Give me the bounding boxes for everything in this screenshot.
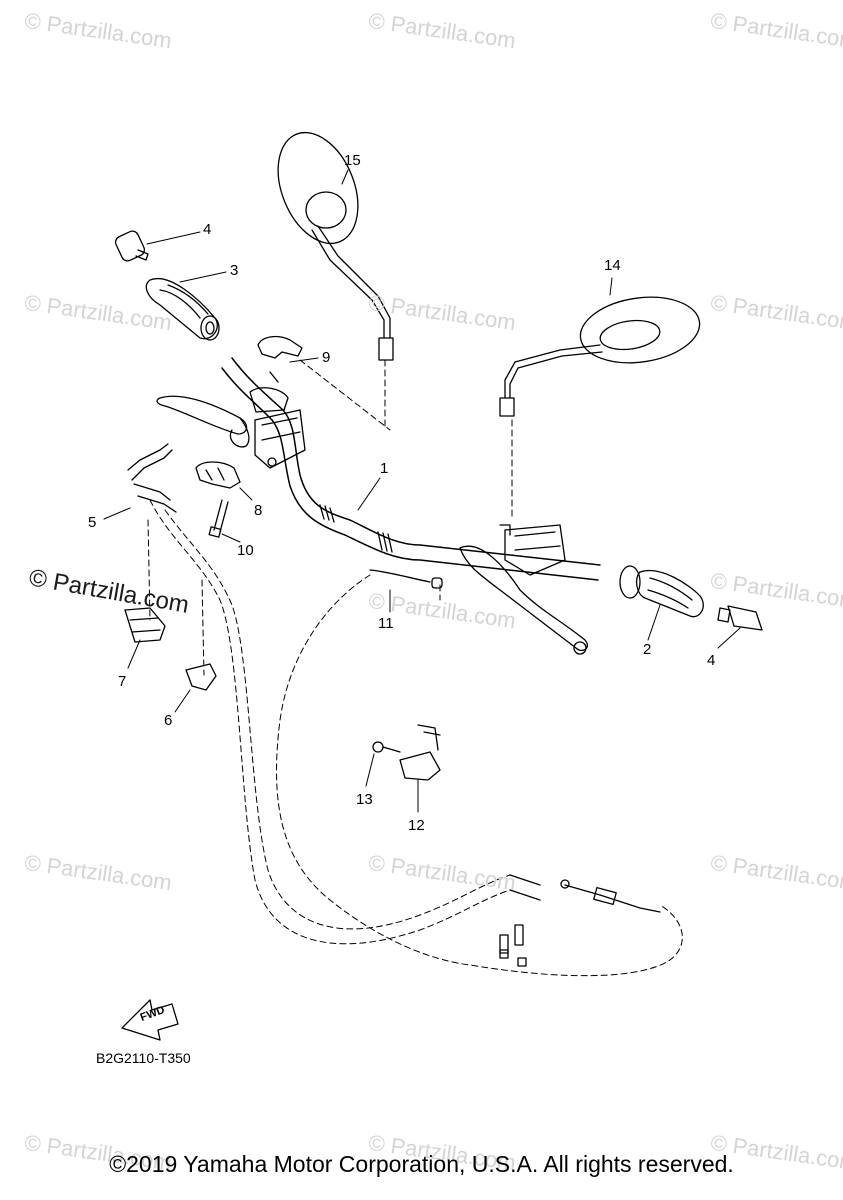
throttle-cable-a bbox=[149, 499, 511, 945]
clutch-cable-11 bbox=[369, 569, 443, 589]
callout-2: 2 bbox=[643, 641, 652, 658]
right-bar-end-weight bbox=[717, 605, 763, 631]
callout-6: 6 bbox=[164, 712, 173, 729]
fwd-arrow bbox=[121, 999, 179, 1041]
left-bar-end-weight bbox=[114, 230, 149, 262]
callout-13: 13 bbox=[356, 791, 373, 808]
left-mirror bbox=[277, 131, 394, 361]
callout-11: 11 bbox=[378, 615, 394, 632]
right-lever-assembly bbox=[459, 524, 589, 655]
callout-8: 8 bbox=[254, 502, 263, 519]
throttle-cable-b bbox=[164, 509, 511, 930]
bolt-13 bbox=[372, 741, 401, 753]
callout-10: 10 bbox=[237, 542, 254, 559]
callout-9: 9 bbox=[322, 349, 331, 366]
switch-clamp-9 bbox=[257, 335, 303, 383]
clip-6 bbox=[185, 663, 217, 691]
callout-7: 7 bbox=[118, 673, 127, 690]
cable-guide-7 bbox=[124, 607, 166, 643]
callout-1: 1 bbox=[380, 460, 389, 477]
cable-holder-5 bbox=[127, 443, 177, 513]
right-mirror bbox=[499, 296, 701, 417]
clutch-cable bbox=[276, 574, 683, 977]
handlebar bbox=[221, 357, 601, 581]
copyright-footer: ©2019 Yamaha Motor Corporation, U.S.A. A… bbox=[109, 1151, 734, 1177]
screw-10 bbox=[208, 499, 229, 538]
callout-4-left: 4 bbox=[203, 221, 212, 238]
callout-14: 14 bbox=[604, 257, 621, 274]
right-grip bbox=[619, 565, 704, 618]
clamp-8 bbox=[195, 461, 241, 489]
bracket-12 bbox=[399, 724, 441, 781]
callout-12: 12 bbox=[408, 817, 425, 834]
callout-5: 5 bbox=[88, 514, 97, 531]
left-grip bbox=[145, 277, 220, 341]
diagram-code: B2G2110-T350 bbox=[96, 1050, 191, 1066]
callout-15: 15 bbox=[344, 152, 361, 169]
cable-end-fittings bbox=[499, 874, 661, 967]
callout-3: 3 bbox=[230, 262, 239, 279]
left-lever-assembly bbox=[156, 387, 306, 469]
callout-4-right: 4 bbox=[707, 652, 716, 669]
